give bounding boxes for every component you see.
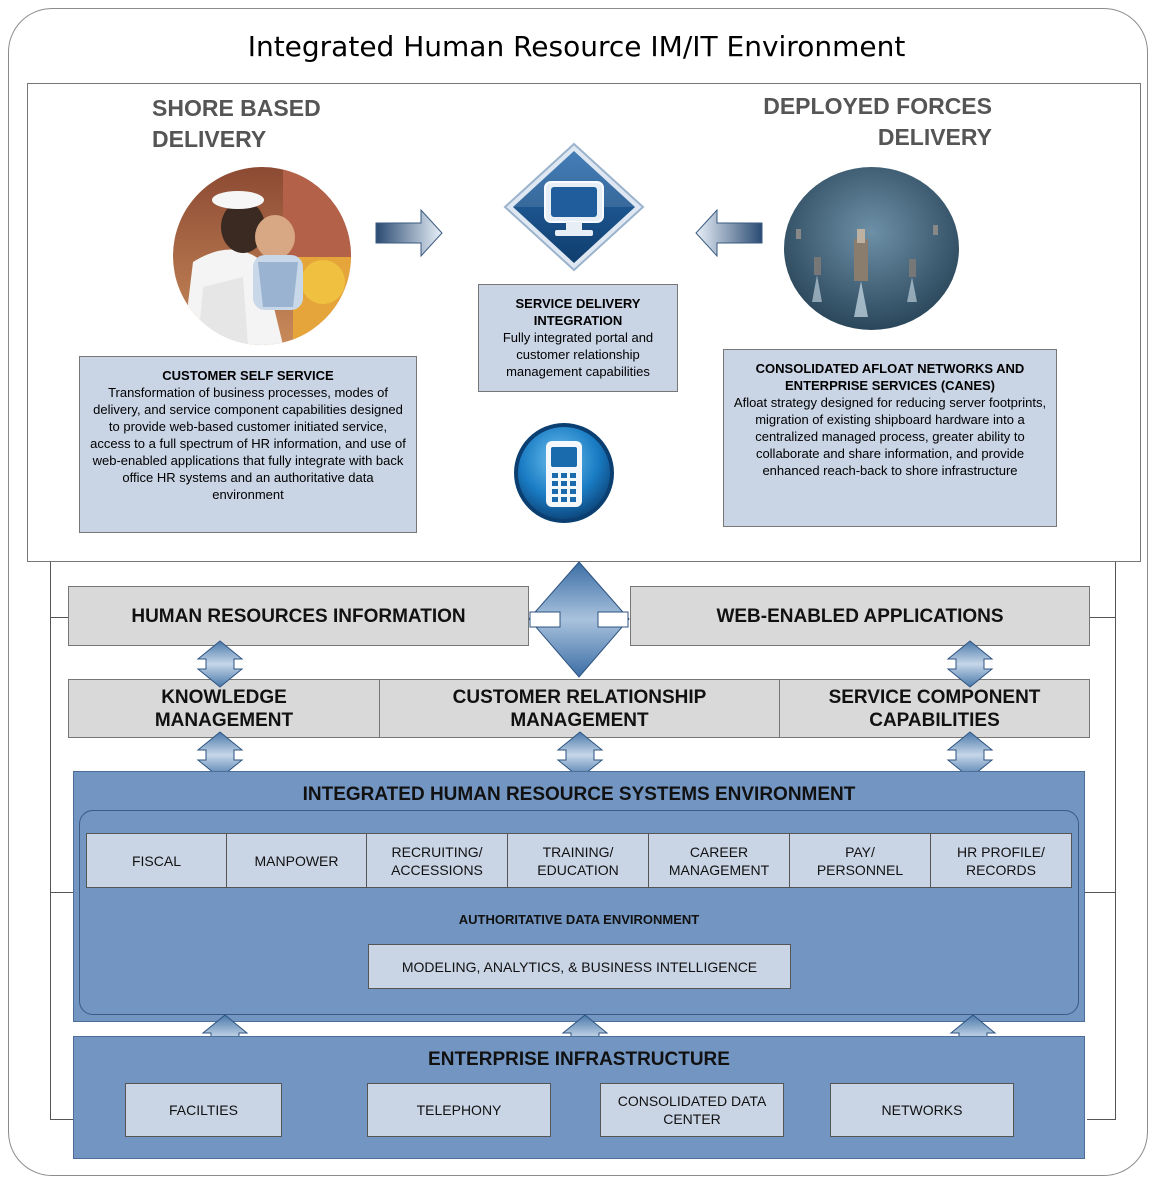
cell-consolidated-data-center: CONSOLIDATED DATA CENTER (600, 1083, 784, 1137)
double-arrow-icon (946, 640, 994, 688)
web-enabled-applications-bar: WEB-ENABLED APPLICATIONS (630, 586, 1090, 646)
canes-title: CONSOLIDATED AFLOAT NETWORKS AND ENTERPR… (755, 361, 1025, 393)
diagram-title: Integrated Human Resource IM/IT Environm… (247, 30, 906, 63)
service-delivery-box: SERVICE DELIVERY INTEGRATION Fully integ… (478, 284, 678, 392)
customer-self-service-body: Transformation of business processes, mo… (90, 385, 406, 502)
authoritative-data-label: AUTHORITATIVE DATA ENVIRONMENT (458, 912, 700, 927)
cell-networks: NETWORKS (830, 1083, 1014, 1137)
left-bracket-mid1 (50, 617, 69, 618)
canes-body: Afloat strategy designed for reducing se… (733, 395, 1047, 478)
monitor-diamond-icon (503, 142, 645, 272)
hr-information-bar: HUMAN RESOURCES INFORMATION (68, 586, 529, 646)
cell-fiscal: FISCAL (86, 833, 227, 888)
arrow-right-icon (375, 209, 443, 257)
service-delivery-title: SERVICE DELIVERY INTEGRATION (515, 296, 641, 328)
enterprise-infrastructure-title: ENTERPRISE INFRASTRUCTURE (428, 1049, 730, 1070)
customer-self-service-title: CUSTOMER SELF SERVICE (162, 368, 334, 383)
right-bracket-mid2 (1084, 892, 1115, 893)
cell-telephony: TELEPHONY (367, 1083, 551, 1137)
canes-box: CONSOLIDATED AFLOAT NETWORKS AND ENTERPR… (723, 349, 1057, 527)
customer-self-service-box: CUSTOMER SELF SERVICE Transformation of … (79, 356, 417, 533)
systems-inner-frame (79, 810, 1079, 1015)
cell-manpower: MANPOWER (226, 833, 367, 888)
deployed-heading-line2: DELIVERY (877, 124, 992, 150)
ships-photo (784, 167, 959, 330)
left-bracket-bottom (50, 1119, 74, 1120)
cell-pay: PAY/ PERSONNEL (789, 833, 931, 888)
shore-heading-line2: DELIVERY (152, 126, 267, 152)
right-bracket-vertical (1115, 122, 1116, 1120)
left-bracket-mid2 (50, 892, 74, 893)
arrow-left-icon (695, 209, 763, 257)
double-arrow-icon (196, 640, 244, 688)
cell-phone-icon (514, 423, 614, 523)
knowledge-management-bar: KNOWLEDGE MANAGEMENT (68, 679, 380, 738)
service-delivery-body: Fully integrated portal and customer rel… (502, 330, 654, 379)
shore-heading: SHORE BASED DELIVERY (152, 93, 321, 155)
enterprise-infrastructure: ENTERPRISE INFRASTRUCTURE FACILTIES TELE… (73, 1036, 1085, 1159)
shore-heading-line1: SHORE BASED (152, 95, 321, 121)
deployed-heading-line1: DEPLOYED FORCES (763, 93, 992, 119)
central-diamond-connector-icon (528, 561, 630, 678)
deployed-heading: DEPLOYED FORCES DELIVERY (700, 91, 992, 153)
cell-career: CAREER MANAGEMENT (648, 833, 790, 888)
cell-recruiting: RECRUITING/ ACCESSIONS (366, 833, 508, 888)
cell-facilities: FACILTIES (125, 1083, 282, 1137)
customer-relationship-management-bar: CUSTOMER RELATIONSHIP MANAGEMENT (379, 679, 780, 738)
left-bracket-vertical (50, 123, 51, 1120)
systems-environment-title: INTEGRATED HUMAN RESOURCE SYSTEMS ENVIRO… (302, 784, 856, 805)
right-bracket-bottom (1087, 1119, 1115, 1120)
modeling-analytics-box: MODELING, ANALYTICS, & BUSINESS INTELLIG… (368, 944, 791, 989)
systems-environment: INTEGRATED HUMAN RESOURCE SYSTEMS ENVIRO… (73, 771, 1085, 1022)
sailor-photo (173, 167, 351, 345)
right-bracket-mid1 (1090, 617, 1115, 618)
cell-training: TRAINING/ EDUCATION (507, 833, 649, 888)
cell-hr-profile: HR PROFILE/ RECORDS (930, 833, 1072, 888)
service-component-capabilities-bar: SERVICE COMPONENT CAPABILITIES (779, 679, 1090, 738)
